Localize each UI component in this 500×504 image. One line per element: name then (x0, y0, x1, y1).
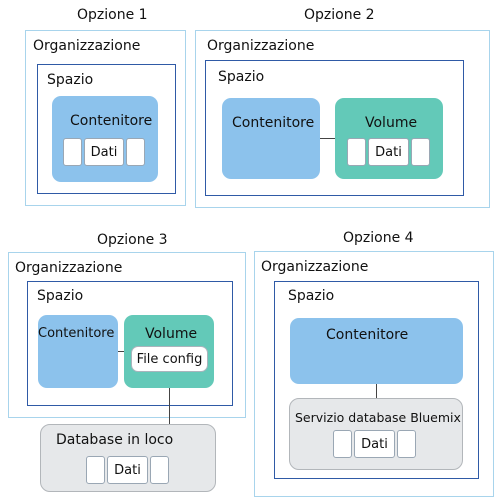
option1-data-slot-right (126, 138, 145, 166)
option4-space-label: Spazio (288, 288, 335, 304)
option1-space-label: Spazio (47, 72, 94, 88)
option3-container: Contenitore (38, 315, 118, 388)
option2-volume-label: Volume (365, 115, 418, 131)
option2-data-slot-right (411, 138, 430, 166)
option1-data-box: Dati (84, 138, 124, 166)
option4-connector (376, 384, 377, 398)
option2-title: Opzione 2 (304, 7, 375, 23)
option4-data-slot-right (397, 430, 416, 458)
option4-org-label: Organizzazione (261, 259, 369, 275)
option3-space-label: Spazio (37, 288, 84, 304)
option1-data-label: Dati (90, 144, 118, 160)
option2-space-label: Spazio (218, 69, 265, 85)
option4-container: Contenitore (290, 318, 463, 384)
option1-org-label: Organizzazione (33, 38, 141, 54)
option3-db-connector (169, 388, 170, 424)
option3-config-file: File config (131, 346, 208, 372)
option3-connector (118, 351, 124, 352)
option3-data-slot-right (150, 456, 169, 484)
option3-title: Opzione 3 (97, 232, 168, 248)
option2-data-label: Dati (375, 144, 402, 160)
option4-data-slot-left (333, 430, 352, 458)
option3-config-label: File config (136, 351, 203, 367)
option3-volume-label: Volume (145, 326, 198, 342)
option3-container-label: Contenitore (38, 326, 115, 341)
option1-data-slot-left (63, 138, 82, 166)
option4-service-label: Servizio database Bluemix (295, 410, 461, 425)
option4-data-label: Dati (361, 436, 388, 452)
option3-data-box: Dati (107, 456, 148, 484)
option2-data-box: Dati (368, 138, 409, 166)
option2-connector (320, 138, 335, 139)
option1-container-label: Contenitore (70, 113, 153, 129)
option3-data-slot-left (86, 456, 105, 484)
option2-data-slot-left (347, 138, 366, 166)
option4-title: Opzione 4 (343, 230, 414, 246)
option2-container-label: Contenitore (232, 115, 315, 131)
option3-data-label: Dati (114, 462, 141, 478)
option1-title: Opzione 1 (77, 7, 148, 23)
option3-org-label: Organizzazione (15, 260, 123, 276)
option4-container-label: Contenitore (326, 327, 409, 343)
option3-database-label: Database in loco (56, 432, 174, 448)
option2-container: Contenitore (222, 98, 320, 179)
option4-data-box: Dati (354, 430, 395, 458)
option2-org-label: Organizzazione (207, 38, 315, 54)
